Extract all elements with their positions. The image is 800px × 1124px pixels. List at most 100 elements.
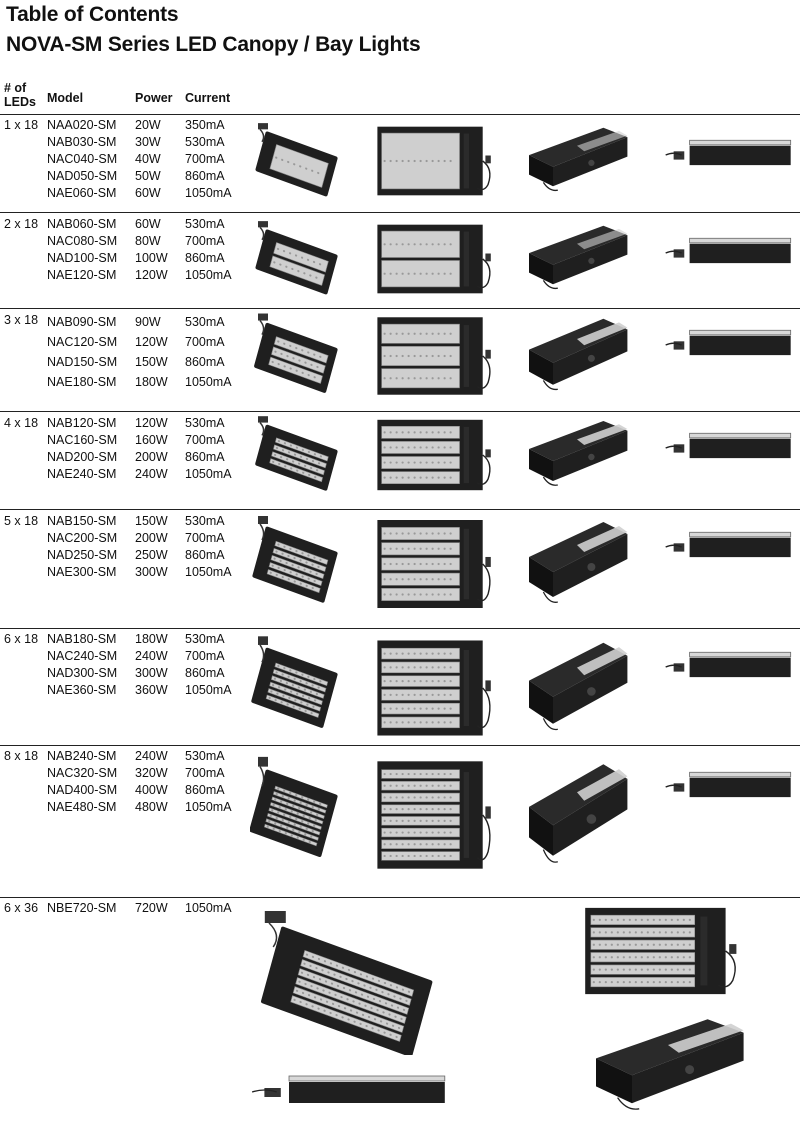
model-name: NAB120-SM: [47, 416, 117, 430]
model-name: NBE720-SM: [47, 901, 117, 915]
power-value: 240W: [135, 749, 168, 763]
column-header-model: Model: [47, 91, 84, 105]
power-value: 150W: [135, 355, 168, 369]
power-value: 120W: [135, 416, 168, 430]
power-value: 250W: [135, 548, 168, 562]
model-name: NAE300-SM: [47, 565, 117, 579]
power-value: 150W: [135, 514, 168, 528]
model-name: NAB150-SM: [47, 514, 117, 528]
fixture-front-image: [372, 634, 507, 742]
current-value: 860mA: [185, 548, 225, 562]
current-value: 860mA: [185, 169, 225, 183]
current-value: 530mA: [185, 315, 225, 329]
current-value: 860mA: [185, 666, 225, 680]
current-value: 530mA: [185, 416, 225, 430]
current-value: 1050mA: [185, 683, 232, 697]
current-value: 700mA: [185, 649, 225, 663]
fixture-angled-image-large: [248, 905, 458, 1055]
power-value: 300W: [135, 666, 168, 680]
fixture-angled-image: [250, 413, 350, 493]
led-count: 2 x 18: [4, 217, 39, 231]
power-value: 60W: [135, 186, 161, 200]
power-column: 150W 200W 250W 300W: [135, 513, 168, 581]
fixture-side-image: [663, 524, 796, 570]
led-count: 5 x 18: [4, 514, 39, 528]
current-value: 530mA: [185, 632, 225, 646]
row-divider: [0, 897, 800, 898]
fixture-angled-image: [250, 218, 350, 296]
fixture-side-image: [663, 322, 796, 368]
current-value: 1050mA: [185, 901, 232, 915]
led-count: 4 x 18: [4, 416, 39, 430]
fixture-top-image: [517, 218, 637, 296]
model-name: NAE360-SM: [47, 683, 117, 697]
power-value: 240W: [135, 649, 168, 663]
model-name: NAB060-SM: [47, 217, 117, 231]
fixture-top-image: [517, 512, 637, 612]
fixture-front-image: [372, 415, 507, 495]
power-value: 60W: [135, 217, 161, 231]
fixture-side-image: [663, 425, 796, 471]
model-name: NAB030-SM: [47, 135, 117, 149]
current-value: 530mA: [185, 217, 225, 231]
model-name: NAC320-SM: [47, 766, 118, 780]
power-value: 360W: [135, 683, 168, 697]
row-divider: [0, 628, 800, 629]
fixture-top-image: [517, 310, 637, 398]
fixture-angled-image: [250, 632, 350, 740]
power-value: 50W: [135, 169, 161, 183]
current-value: 700mA: [185, 531, 225, 545]
current-value: 1050mA: [185, 565, 232, 579]
model-name: NAC240-SM: [47, 649, 118, 663]
models-column: NAB150-SM NAC200-SM NAD250-SM NAE300-SM: [47, 513, 117, 581]
fixture-angled-image: [250, 310, 350, 398]
models-column: NBE720-SM: [47, 900, 116, 917]
power-value: 30W: [135, 135, 161, 149]
power-value: 300W: [135, 565, 168, 579]
power-value: 200W: [135, 450, 168, 464]
current-value: 700mA: [185, 433, 225, 447]
led-count: 6 x 18: [4, 632, 39, 646]
power-value: 720W: [135, 901, 168, 915]
row-divider: [0, 114, 800, 115]
fixture-front-image: [372, 754, 507, 876]
current-value: 530mA: [185, 514, 225, 528]
fixture-top-image: [517, 413, 637, 493]
current-value: 1050mA: [185, 467, 232, 481]
led-count: 1 x 18: [4, 118, 39, 132]
power-value: 120W: [135, 335, 168, 349]
model-name: NAE120-SM: [47, 268, 117, 282]
power-value: 160W: [135, 433, 168, 447]
model-name: NAD300-SM: [47, 666, 118, 680]
model-name: NAC160-SM: [47, 433, 118, 447]
led-count: 6 x 36: [4, 901, 39, 915]
model-name: NAB090-SM: [47, 315, 117, 329]
current-value: 700mA: [185, 152, 225, 166]
fixture-angled-image: [250, 120, 350, 198]
fixture-side-image-large: [248, 1067, 453, 1117]
power-value: 40W: [135, 152, 161, 166]
current-value: 1050mA: [185, 375, 232, 389]
power-value: 200W: [135, 531, 168, 545]
current-value: 860mA: [185, 251, 225, 265]
fixture-top-image: [517, 632, 637, 740]
model-name: NAE180-SM: [47, 375, 117, 389]
power-value: 80W: [135, 234, 161, 248]
model-name: NAD250-SM: [47, 548, 118, 562]
model-name: NAC200-SM: [47, 531, 118, 545]
model-name: NAA020-SM: [47, 118, 117, 132]
fixture-side-image: [663, 132, 796, 178]
power-value: 100W: [135, 251, 168, 265]
current-column: 530mA 700mA 860mA 1050mA: [185, 631, 232, 699]
row-divider: [0, 308, 800, 309]
